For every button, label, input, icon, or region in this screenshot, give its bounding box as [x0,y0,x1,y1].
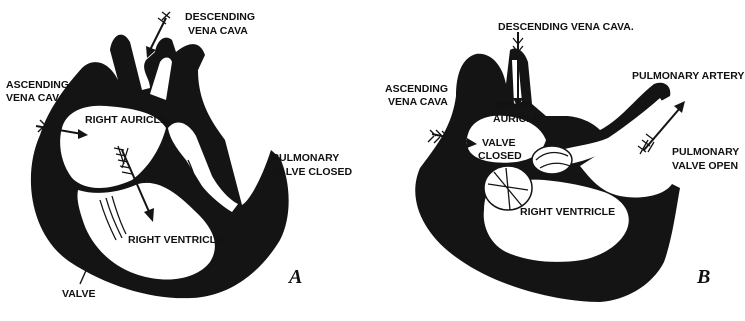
label-a-right-ventricle: RIGHT VENTRICLE [128,234,223,246]
label-b-pulmonary-valve: PULMONARY VALVE OPEN [672,146,742,172]
panel-b-letter: B [696,266,710,288]
label-a-valve: VALVE [62,288,95,300]
label-b-pulmonary-artery: PULMONARY ARTERY [632,70,744,82]
label-a-descending-vena-cava: DESCENDING VENA CAVA [185,11,258,37]
panel-b: DESCENDING VENA CAVA. ASCENDING VENA CAV… [385,21,744,302]
panel-a-letter: A [287,266,302,288]
label-a-right-auricle: RIGHT AURICLE [85,114,167,126]
heart-b-outer-wall [415,49,680,303]
label-a-ascending-vena-cava: ASCENDING VENA CAVA [6,79,72,104]
label-b-right-ventricle: RIGHT VENTRICLE [520,206,615,218]
label-b-right-auricle: RIGHT AURICLE [493,100,540,125]
label-b-valve-closed: VALVE CLOSED [478,137,522,162]
heart-b-closed-valve [484,166,532,210]
panel-a: DESCENDING VENA CAVA ASCENDING VENA CAVA… [6,11,353,300]
label-a-pulmonary-valve: PULMONARY VALVE CLOSED [272,152,353,178]
label-b-descending-vena-cava: DESCENDING VENA CAVA. [498,21,634,33]
heart-b-open-pulmonary-valve [532,146,572,174]
label-b-ascending-vena-cava: ASCENDING VENA CAVA [385,83,451,108]
